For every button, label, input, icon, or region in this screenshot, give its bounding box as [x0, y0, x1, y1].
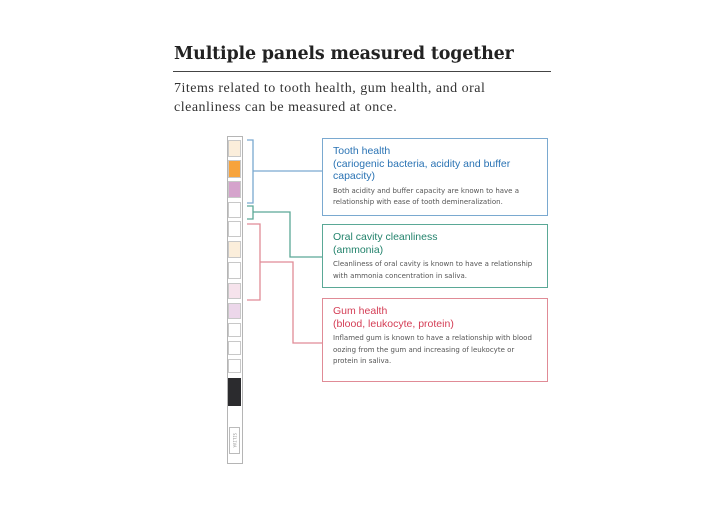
- oral-cleanliness-panel: Oral cavity cleanliness (ammonia) Cleanl…: [322, 224, 548, 288]
- gum-bracket-line: [247, 224, 322, 343]
- gum-health-panel: Gum health (blood, leukocyte, protein) I…: [322, 298, 548, 382]
- gum-health-subtitle: (blood, leukocyte, protein): [333, 318, 539, 331]
- tooth-health-subtitle: (cariogenic bacteria, acidity and buffer…: [333, 158, 539, 183]
- tooth-health-description: Both acidity and buffer capacity are kno…: [333, 186, 539, 209]
- oral-bracket-line: [247, 206, 322, 257]
- tooth-health-panel: Tooth health (cariogenic bacteria, acidi…: [322, 138, 548, 216]
- gum-health-title: Gum health: [333, 305, 539, 318]
- gum-health-description: Inflamed gum is known to have a relation…: [333, 333, 539, 368]
- tooth-health-title: Tooth health: [333, 145, 539, 158]
- oral-cleanliness-title: Oral cavity cleanliness: [333, 231, 539, 244]
- oral-cleanliness-description: Cleanliness of oral cavity is known to h…: [333, 259, 539, 282]
- oral-cleanliness-subtitle: (ammonia): [333, 244, 539, 257]
- tooth-bracket-line: [247, 140, 322, 203]
